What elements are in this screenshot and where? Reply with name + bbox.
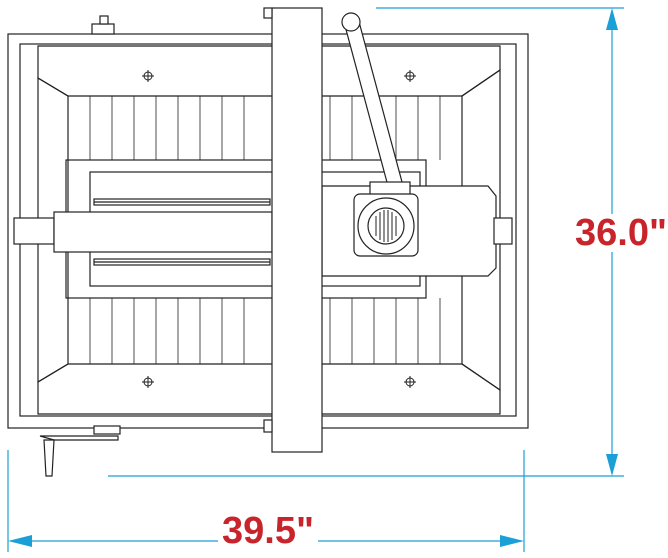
bridge-cap-bottom: [263, 419, 273, 433]
crank-grip: [43, 439, 55, 477]
bridge-beam: [271, 7, 323, 453]
top-rail: [37, 45, 501, 97]
slot-bottom: [93, 258, 271, 266]
left-slope: [37, 76, 69, 384]
height-arrow-bottom: [606, 454, 618, 476]
handle-pivot: [341, 12, 361, 32]
crank-base: [93, 425, 121, 435]
slats-bottom: [89, 298, 441, 364]
motor-fan-vents: [375, 210, 397, 242]
width-arrow-left: [8, 535, 32, 547]
width-arrow-right: [500, 535, 524, 547]
spindle-slide: [53, 211, 273, 253]
height-dimension-label: 36.0": [573, 212, 668, 254]
right-slope: [461, 68, 501, 392]
slot-top: [93, 198, 271, 206]
bottom-rail: [37, 363, 501, 415]
width-dimension-label: 39.5": [218, 512, 318, 550]
left-slide-block: [13, 217, 55, 245]
motor-plate-block: [493, 217, 513, 245]
motor-fan-ring: [367, 207, 405, 245]
bridge-cap-top: [263, 7, 273, 19]
top-knob: [91, 23, 115, 35]
slats-top: [89, 96, 441, 160]
height-arrow-top: [606, 8, 618, 30]
mount-screws: [142, 70, 416, 388]
crank-arm: [39, 435, 119, 441]
motor-cover: [357, 197, 415, 255]
